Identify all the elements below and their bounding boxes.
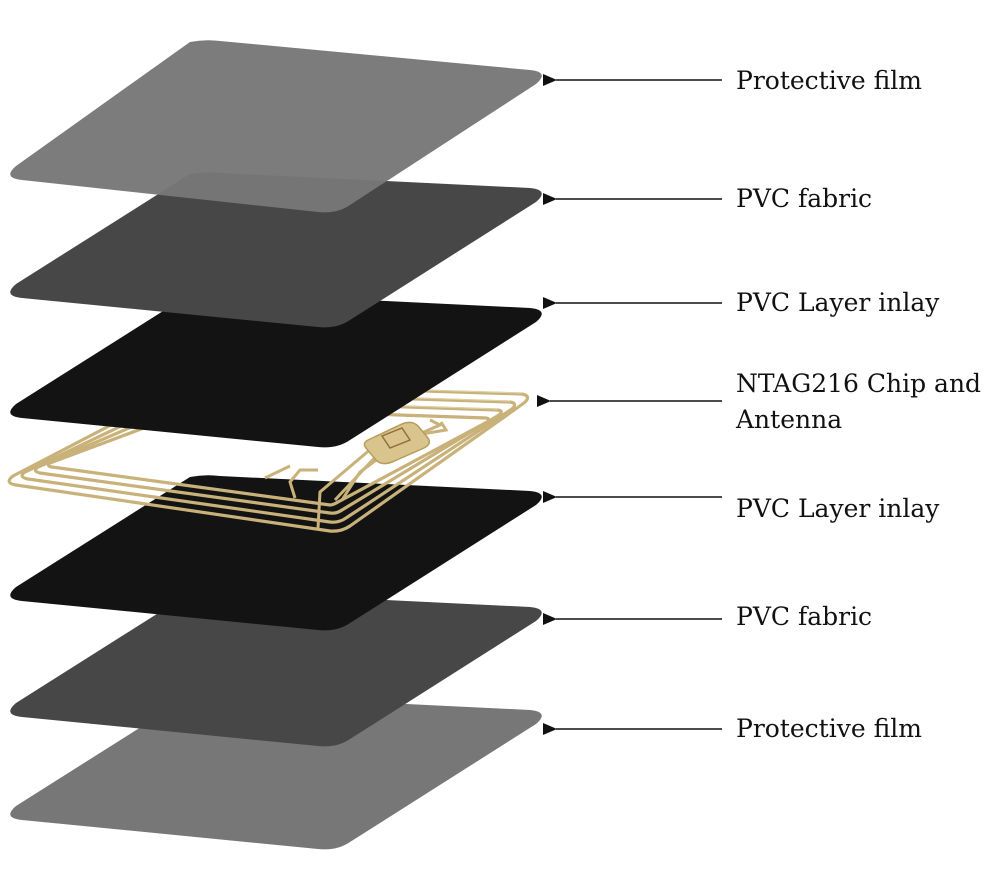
label-pvc-fabric-bottom: PVC fabric <box>736 602 872 631</box>
layer-pvc-inlay-top <box>10 292 542 448</box>
layer-pvc-fabric-bottom <box>10 591 542 747</box>
label-protective-film-bottom: Protective film <box>736 714 922 743</box>
label-pvc-fabric-top: PVC fabric <box>736 184 872 213</box>
label-pvc-inlay-bottom: PVC Layer inlay <box>736 494 940 523</box>
label-protective-film-top: Protective film <box>736 66 922 95</box>
label-antenna-line-2: Antenna <box>735 405 842 434</box>
label-arrows <box>537 74 722 735</box>
layer-pvc-fabric-top <box>10 172 542 328</box>
layer-antenna <box>7 382 530 533</box>
layer-pvc-inlay-bottom <box>10 475 542 631</box>
layer-protective-film-bottom <box>10 694 542 850</box>
layer-protective-film-top <box>10 40 542 213</box>
layer-labels: Protective film PVC fabric PVC Layer inl… <box>735 66 981 743</box>
label-antenna-line-1: NTAG216 Chip and <box>736 369 981 398</box>
ntag216-chip <box>363 421 431 465</box>
label-pvc-inlay-top: PVC Layer inlay <box>736 288 940 317</box>
